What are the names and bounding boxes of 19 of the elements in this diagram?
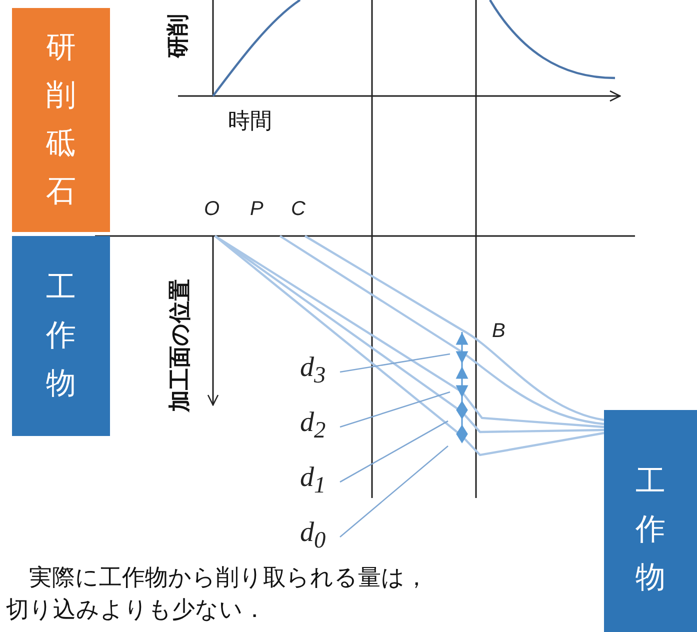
leader-line — [340, 446, 448, 538]
point-label: B — [492, 320, 506, 343]
leader-line — [340, 391, 450, 428]
leader-line — [340, 353, 450, 373]
grinding-wheel-block: 研削砥石 — [12, 8, 110, 232]
dimension-label: d$_{1}$ — [300, 462, 326, 500]
axis-label: 研削 — [166, 14, 192, 58]
leader-line — [340, 420, 448, 483]
dimension-label: d$_{0}$ — [300, 517, 326, 555]
dimension-label: d$_{3}$ — [300, 352, 326, 390]
workpiece-block: 工作物 — [12, 236, 110, 436]
point-label: P — [250, 198, 264, 221]
dimension-label: d$_{2}$ — [300, 407, 326, 445]
point-label: O — [204, 198, 220, 221]
axis-label: 加工面の位置 — [168, 279, 194, 412]
axis-label: 時間 — [228, 108, 272, 136]
workpiece-block: 工作物 — [604, 410, 697, 632]
caption-text: 実際に工作物から削り取られる量は，切り込みよりも少ない． — [6, 564, 429, 625]
point-label: C — [291, 198, 306, 221]
